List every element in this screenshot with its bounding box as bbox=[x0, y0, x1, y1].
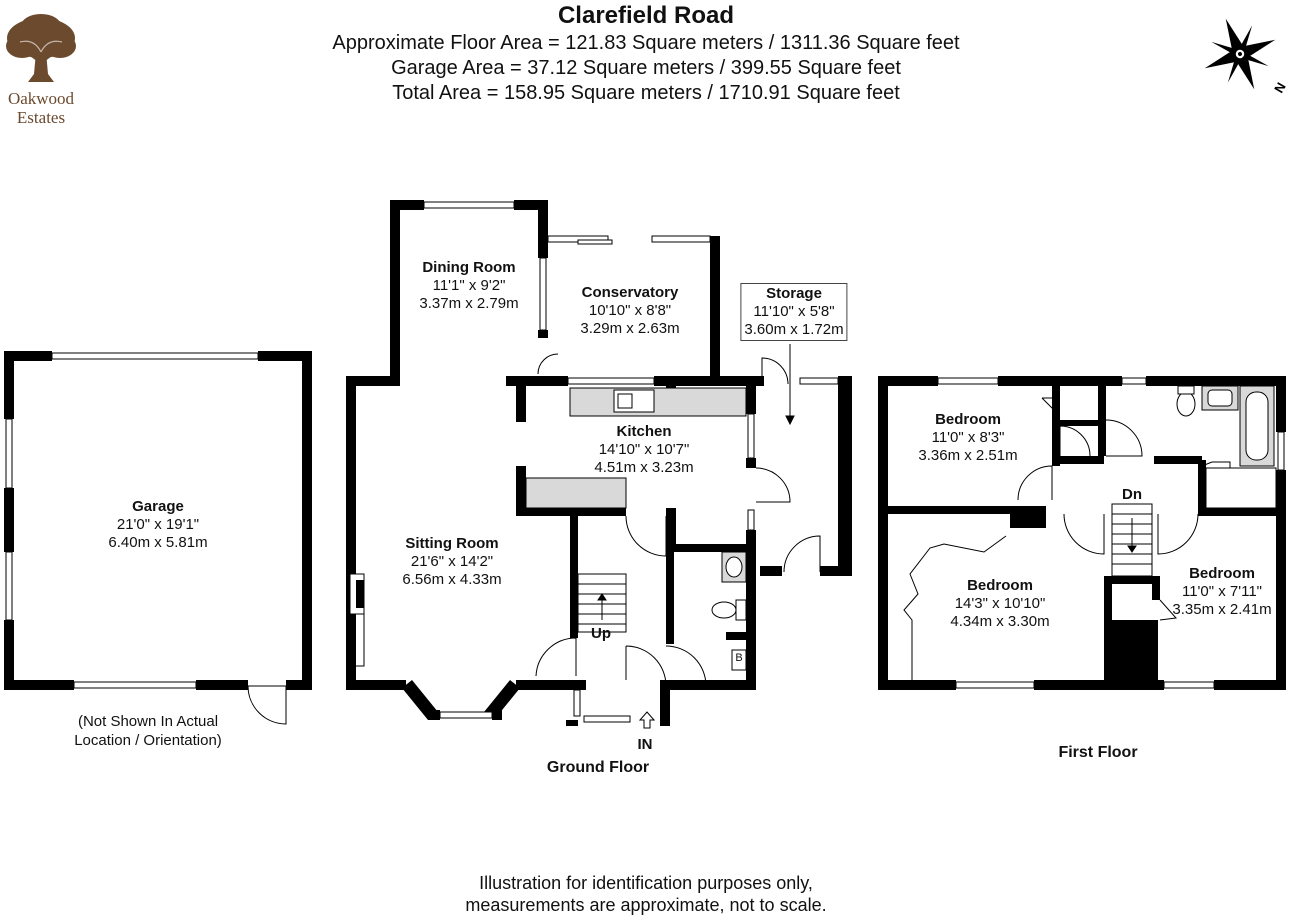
windows bbox=[5, 201, 1285, 723]
floor-area-text: Approximate Floor Area = 121.83 Square m… bbox=[332, 32, 960, 54]
room-storage: Storage 11'10" x 5'8" 3.60m x 1.72m bbox=[740, 283, 848, 341]
room-sitting: Sitting Room 21'6" x 14'2" 6.56m x 4.33m bbox=[402, 535, 501, 589]
room-bedroom-2-metric: 4.34m x 3.30m bbox=[950, 613, 1050, 630]
room-bedroom-2: Bedroom 14'3" x 10'10" 4.34m x 3.30m bbox=[950, 577, 1049, 631]
compass-star-icon: N bbox=[1200, 14, 1290, 109]
room-bedroom-2-name: Bedroom bbox=[967, 577, 1033, 594]
fixtures bbox=[349, 385, 1277, 671]
room-bedroom-3-imperial: 11'0" x 7'11" bbox=[1181, 583, 1263, 600]
oak-tree-icon bbox=[6, 14, 76, 82]
room-storage-imperial: 11'10" x 5'8" bbox=[753, 303, 835, 320]
room-dining-imperial: 11'1" x 9'2" bbox=[432, 277, 506, 294]
disclaimer-line2: measurements are approximate, not to sca… bbox=[465, 895, 827, 915]
room-bedroom-3-metric: 3.35m x 2.41m bbox=[1172, 601, 1272, 618]
disclaimer: Illustration for identification purposes… bbox=[0, 872, 1292, 916]
first-floor-caption: First Floor bbox=[1058, 744, 1138, 761]
total-area-text: Total Area = 158.95 Square meters / 1710… bbox=[392, 82, 900, 104]
room-bedroom-2-imperial: 14'3" x 10'10" bbox=[954, 595, 1046, 612]
room-garage-metric: 6.40m x 5.81m bbox=[108, 534, 208, 551]
room-sitting-name: Sitting Room bbox=[405, 535, 499, 552]
room-garage-imperial: 21'0" x 19'1" bbox=[116, 516, 200, 533]
ground-floor-caption: Ground Floor bbox=[546, 759, 650, 776]
room-bedroom-1: Bedroom 11'0" x 8'3" 3.36m x 2.51m bbox=[918, 411, 1017, 465]
ground-floor-walls bbox=[346, 200, 852, 726]
room-storage-metric: 3.60m x 1.72m bbox=[744, 321, 844, 338]
room-garage: Garage 21'0" x 19'1" 6.40m x 5.81m bbox=[108, 498, 207, 552]
boiler-label: B bbox=[735, 652, 743, 664]
room-dining: Dining Room 11'1" x 9'2" 3.37m x 2.79m bbox=[419, 259, 518, 313]
room-bedroom-3-name: Bedroom bbox=[1189, 565, 1255, 582]
logo-text-line2: Estates bbox=[16, 108, 66, 127]
company-logo: Oakwood Estates bbox=[0, 12, 82, 127]
room-bedroom-3: Bedroom 11'0" x 7'11" 3.35m x 2.41m bbox=[1172, 565, 1271, 619]
logo-text-line1: Oakwood bbox=[7, 89, 75, 108]
room-conservatory-imperial: 10'10" x 8'8" bbox=[588, 302, 672, 319]
garage-note: (Not Shown In Actual Location / Orientat… bbox=[74, 712, 222, 750]
room-sitting-metric: 6.56m x 4.33m bbox=[402, 571, 502, 588]
room-dining-metric: 3.37m x 2.79m bbox=[419, 295, 519, 312]
room-kitchen-metric: 4.51m x 3.23m bbox=[594, 459, 694, 476]
room-bedroom-1-name: Bedroom bbox=[935, 411, 1001, 428]
stairs bbox=[577, 344, 1153, 729]
garage-note-line2: Location / Orientation) bbox=[74, 732, 222, 749]
room-conservatory: Conservatory 10'10" x 8'8" 3.29m x 2.63m bbox=[580, 284, 679, 338]
garage-area-text: Garage Area = 37.12 Square meters / 399.… bbox=[391, 57, 901, 79]
room-garage-name: Garage bbox=[132, 498, 184, 515]
stairs-up-label: Up bbox=[591, 625, 611, 642]
door-swings bbox=[247, 353, 1231, 725]
room-conservatory-name: Conservatory bbox=[581, 284, 679, 301]
garage-note-line1: (Not Shown In Actual bbox=[77, 713, 219, 730]
disclaimer-line1: Illustration for identification purposes… bbox=[479, 873, 813, 893]
stairs-down-label: Dn bbox=[1122, 486, 1142, 503]
entrance-label: IN bbox=[637, 736, 653, 753]
room-sitting-imperial: 21'6" x 14'2" bbox=[410, 553, 494, 570]
garage-walls bbox=[4, 351, 312, 690]
first-floor-walls bbox=[878, 376, 1286, 690]
room-kitchen-name: Kitchen bbox=[616, 423, 672, 440]
room-bedroom-1-metric: 3.36m x 2.51m bbox=[918, 447, 1018, 464]
room-dining-name: Dining Room bbox=[422, 259, 516, 276]
room-conservatory-metric: 3.29m x 2.63m bbox=[580, 320, 680, 337]
room-kitchen-imperial: 14'10" x 10'7" bbox=[598, 441, 690, 458]
page-title: Clarefield Road bbox=[557, 2, 735, 29]
room-storage-name: Storage bbox=[766, 285, 822, 302]
room-bedroom-1-imperial: 11'0" x 8'3" bbox=[931, 429, 1005, 446]
room-kitchen: Kitchen 14'10" x 10'7" 4.51m x 3.23m bbox=[594, 423, 693, 477]
